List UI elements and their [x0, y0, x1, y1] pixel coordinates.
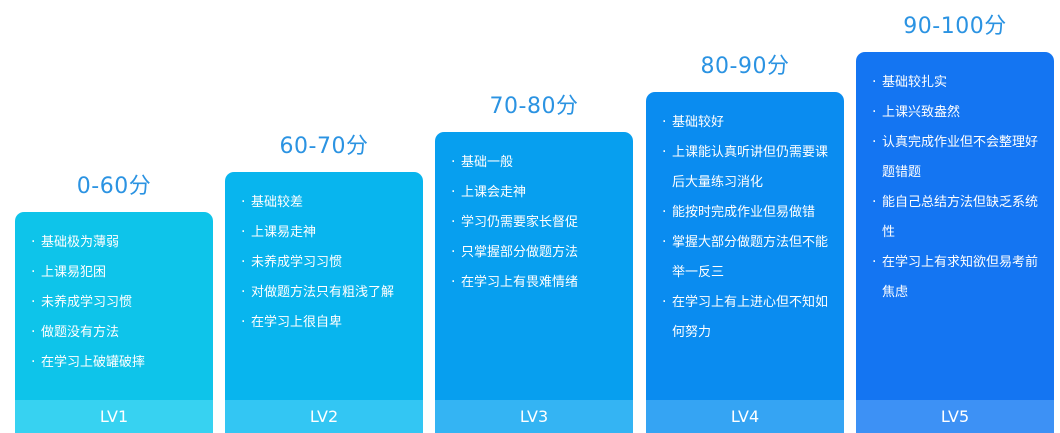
trait-item: 上课易走神 — [241, 217, 413, 248]
level-card-lv2: 基础较差 上课易走神 未养成学习习惯 对做题方法只有粗浅了解 在学习上很自卑 L… — [225, 172, 423, 433]
score-lv2: 60-70分 — [279, 134, 369, 159]
trait-item: 在学习上破罐破摔 — [31, 347, 203, 378]
trait-item: 掌握大部分做题方法但不能举一反三 — [662, 227, 834, 288]
trait-item: 在学习上有上进心但不知如何努力 — [662, 287, 834, 348]
trait-list-lv1: 基础极为薄弱 上课易犯困 未养成学习习惯 做题没有方法 在学习上破罐破摔 — [15, 212, 213, 378]
trait-item: 基础较好 — [662, 107, 834, 138]
trait-item: 上课兴致盎然 — [872, 97, 1044, 128]
trait-item: 未养成学习习惯 — [241, 247, 413, 278]
trait-item: 对做题方法只有粗浅了解 — [241, 277, 413, 308]
level-card-lv5: 基础较扎实 上课兴致盎然 认真完成作业但不会整理好题错题 能自己总结方法但缺乏系… — [856, 52, 1054, 433]
trait-item: 能按时完成作业但易做错 — [662, 197, 834, 228]
trait-item: 上课易犯困 — [31, 257, 203, 288]
trait-item: 认真完成作业但不会整理好题错题 — [872, 127, 1044, 188]
trait-item: 基础极为薄弱 — [31, 227, 203, 258]
trait-item: 做题没有方法 — [31, 317, 203, 348]
trait-item: 上课能认真听讲但仍需要课后大量练习消化 — [662, 137, 834, 198]
trait-list-lv3: 基础一般 上课会走神 学习仍需要家长督促 只掌握部分做题方法 在学习上有畏难情绪 — [435, 132, 633, 298]
trait-item: 只掌握部分做题方法 — [451, 237, 623, 268]
level-card-lv1: 基础极为薄弱 上课易犯困 未养成学习习惯 做题没有方法 在学习上破罐破摔 LV1 — [15, 212, 213, 433]
trait-item: 基础较差 — [241, 187, 413, 218]
level-label-lv5: LV5 — [856, 400, 1054, 433]
trait-item: 在学习上很自卑 — [241, 307, 413, 338]
level-label-lv3: LV3 — [435, 400, 633, 433]
level-label-lv2: LV2 — [225, 400, 423, 433]
score-lv1: 0-60分 — [76, 174, 152, 199]
trait-item: 能自己总结方法但缺乏系统性 — [872, 187, 1044, 248]
level-label-lv4: LV4 — [646, 400, 844, 433]
level-label-lv1: LV1 — [15, 400, 213, 433]
trait-list-lv4: 基础较好 上课能认真听讲但仍需要课后大量练习消化 能按时完成作业但易做错 掌握大… — [646, 92, 844, 348]
trait-item: 在学习上有求知欲但易考前焦虑 — [872, 247, 1044, 308]
score-lv5: 90-100分 — [903, 14, 1007, 39]
trait-item: 基础较扎实 — [872, 67, 1044, 98]
score-lv4: 80-90分 — [700, 54, 790, 79]
trait-list-lv5: 基础较扎实 上课兴致盎然 认真完成作业但不会整理好题错题 能自己总结方法但缺乏系… — [856, 52, 1054, 308]
score-lv3: 70-80分 — [489, 94, 579, 119]
trait-item: 上课会走神 — [451, 177, 623, 208]
trait-item: 基础一般 — [451, 147, 623, 178]
trait-item: 在学习上有畏难情绪 — [451, 267, 623, 298]
trait-item: 学习仍需要家长督促 — [451, 207, 623, 238]
level-card-lv4: 基础较好 上课能认真听讲但仍需要课后大量练习消化 能按时完成作业但易做错 掌握大… — [646, 92, 844, 433]
trait-list-lv2: 基础较差 上课易走神 未养成学习习惯 对做题方法只有粗浅了解 在学习上很自卑 — [225, 172, 423, 338]
trait-item: 未养成学习习惯 — [31, 287, 203, 318]
level-card-lv3: 基础一般 上课会走神 学习仍需要家长督促 只掌握部分做题方法 在学习上有畏难情绪… — [435, 132, 633, 433]
